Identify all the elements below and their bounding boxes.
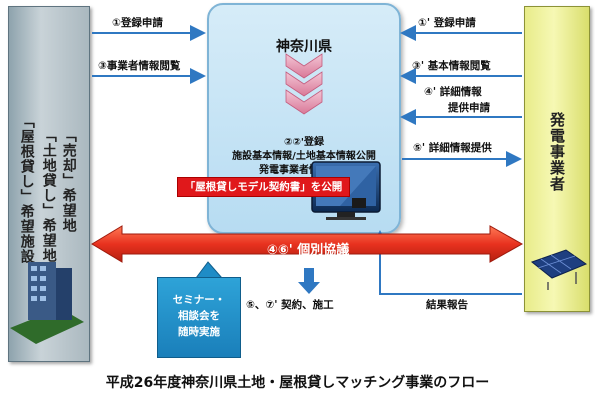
publish-operator-info: 発電事業者情報公開 bbox=[259, 165, 349, 176]
seminar-line-1: セミナー・ bbox=[172, 294, 226, 306]
prefecture-title: 神奈川県 bbox=[276, 39, 332, 55]
label-right-provide: ⑤' 詳細情報提供 bbox=[413, 142, 492, 154]
publish-basic-info: 施設基本情報/土地基本情報公開 bbox=[232, 151, 376, 162]
diagram-caption: 平成26年度神奈川県土地・屋根貸しマッチング事業のフロー bbox=[105, 375, 490, 391]
seminar-line-2: 相談会を bbox=[178, 310, 220, 322]
label-left-browse: ③事業者情報閲覧 bbox=[98, 60, 181, 72]
operator-label: 発電事業者 bbox=[548, 112, 566, 192]
building-icon bbox=[10, 262, 84, 344]
seminar-callout: セミナー・ 相談会を 随時実施 bbox=[157, 277, 241, 358]
seminar-line-3: 随時実施 bbox=[178, 326, 220, 338]
chevron-down-icon bbox=[285, 53, 323, 115]
label-right-apply: ①' 登録申請 bbox=[418, 17, 476, 29]
label-contract: ⑤、⑦' 契約、施工 bbox=[246, 299, 334, 311]
negotiation-double-arrow bbox=[91, 225, 524, 263]
contract-down-arrow bbox=[298, 268, 320, 294]
seminar-callout-tail bbox=[195, 261, 224, 279]
register-label: ②②'登録 bbox=[284, 137, 324, 148]
label-right-detail-line1: ④' 詳細情報 bbox=[424, 86, 482, 98]
label-right-detail-line2: 提供申請 bbox=[448, 102, 490, 114]
model-contract-badge: 「屋根貸しモデル契約書」を公開 bbox=[177, 177, 350, 197]
applicant-roof-lease-label: 「屋根貸し」希望施設 bbox=[18, 114, 35, 264]
label-right-browse: ③' 基本情報閲覧 bbox=[412, 60, 491, 72]
negotiation-label: ④⑥' 個別協議 bbox=[266, 243, 350, 258]
applicant-sale-label: 「売却」希望地 bbox=[60, 128, 77, 233]
label-left-apply: ①登録申請 bbox=[112, 17, 163, 29]
applicant-land-lease-label: 「土地貸し」希望地 bbox=[40, 128, 57, 263]
solar-panel-icon bbox=[530, 249, 588, 290]
label-result-report: 結果報告 bbox=[426, 299, 468, 311]
